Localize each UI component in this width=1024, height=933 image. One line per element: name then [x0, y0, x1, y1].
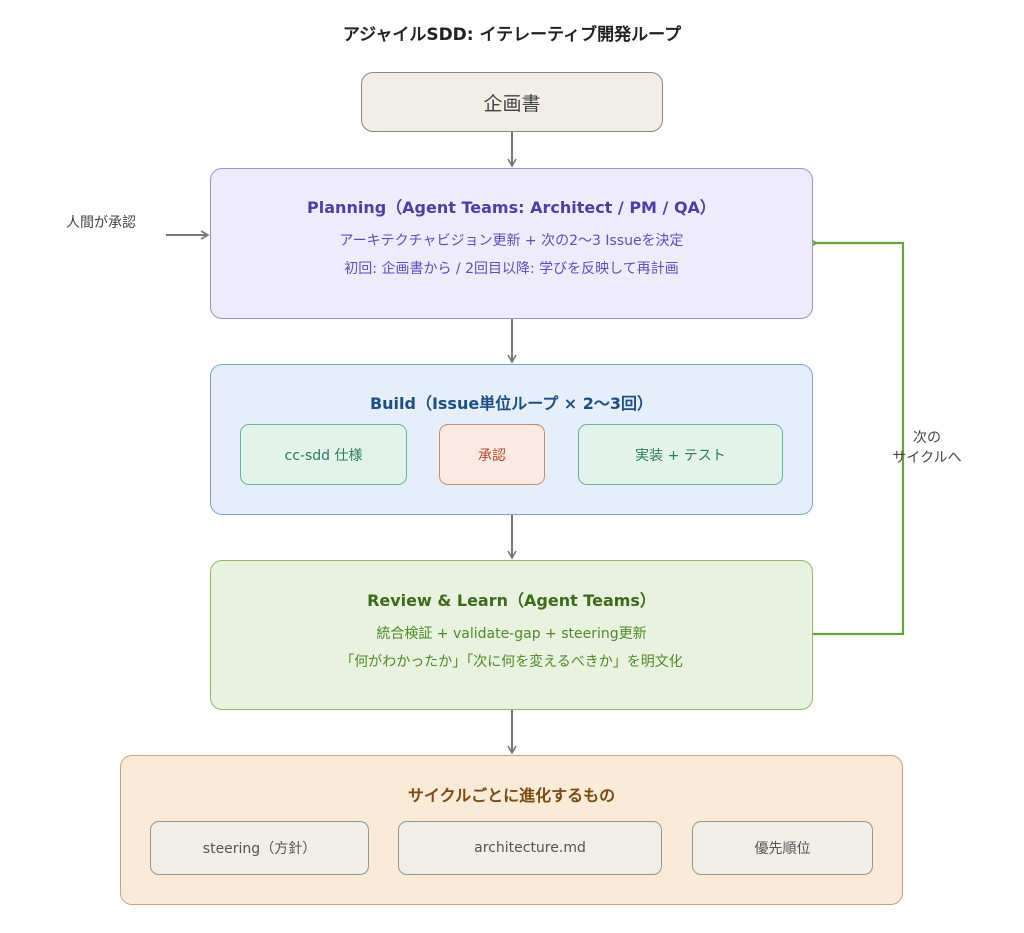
- planning-line-1: アーキテクチャビジョン更新 + 次の2〜3 Issueを決定: [339, 233, 684, 249]
- build-step-spec: cc-sdd 仕様: [240, 424, 407, 485]
- build-step-spec-label: cc-sdd 仕様: [284, 447, 363, 464]
- review-line-2: 「何がわかったか」「次に何を変えるべきか」を明文化: [340, 654, 683, 670]
- planning-line-2: 初回: 企画書から / 2回目以降: 学びを反映して再計画: [344, 261, 679, 277]
- loop-back-arrow: [807, 237, 905, 636]
- evolve-item-priority: 優先順位: [692, 821, 873, 875]
- build-step-approve: 承認: [439, 424, 545, 485]
- build-step-implement-label: 実装 + テスト: [635, 447, 726, 464]
- evolve-title: サイクルごとに進化するもの: [407, 786, 616, 805]
- build-title: Build（Issue単位ループ × 2〜3回）: [369, 394, 654, 413]
- build-step-approve-label: 承認: [478, 447, 506, 464]
- evolve-item-architecture-label: architecture.md: [474, 840, 586, 856]
- planning-title: Planning（Agent Teams: Architect / PM / Q…: [307, 198, 716, 217]
- review-title: Review & Learn（Agent Teams）: [367, 591, 656, 610]
- loop-label-line-2: サイクルへ: [892, 450, 962, 466]
- proposal-box: 企画書: [361, 72, 663, 132]
- evolve-item-steering-label: steering（方針）: [202, 841, 317, 857]
- evolve-item-architecture: architecture.md: [398, 821, 662, 875]
- evolve-item-steering: steering（方針）: [150, 821, 369, 875]
- build-step-implement: 実装 + テスト: [578, 424, 783, 485]
- review-box: Review & Learn（Agent Teams） 統合検証 + valid…: [210, 560, 813, 710]
- review-line-1: 統合検証 + validate-gap + steering更新: [376, 626, 647, 642]
- human-approval-label: 人間が承認: [66, 215, 136, 231]
- planning-box: Planning（Agent Teams: Architect / PM / Q…: [210, 168, 813, 319]
- diagram-title: アジャイルSDD: イテレーティブ開発ループ: [342, 25, 682, 45]
- loop-label-line-1: 次の: [913, 430, 941, 446]
- evolve-item-priority-label: 優先順位: [754, 841, 811, 857]
- loop-label: 次の サイクルへ: [872, 428, 982, 468]
- proposal-label: 企画書: [483, 92, 541, 115]
